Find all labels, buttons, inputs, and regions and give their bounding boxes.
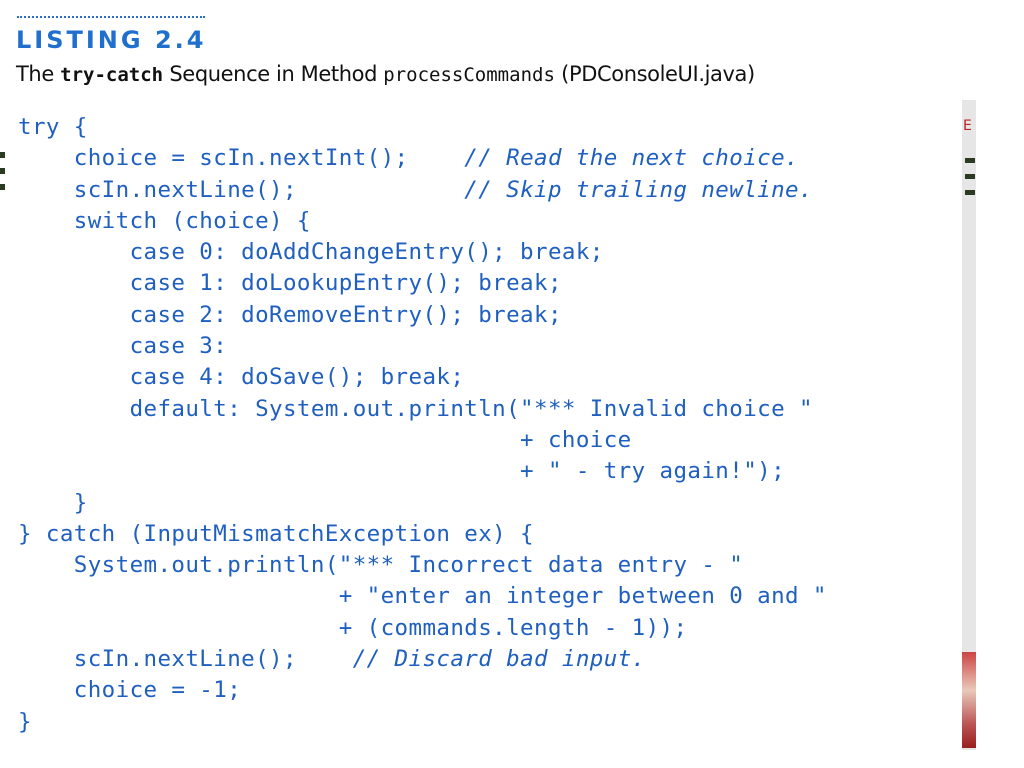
code-text: case 4: doSave(); break; [18, 364, 465, 391]
code-text: case 0: doAddChangeEntry(); break; [18, 239, 604, 266]
top-dotted-rule [17, 16, 205, 18]
code-comment: // Skip trailing newline. [464, 176, 813, 203]
code-line: } [18, 490, 88, 516]
code-line: System.out.println("*** Incorrect data e… [18, 552, 743, 578]
adjacent-page-mark [965, 158, 975, 163]
code-line: } [18, 709, 32, 735]
code-text: } [18, 708, 32, 735]
code-text: try { [18, 114, 88, 140]
caption-post: (PDConsoleUI.java) [554, 62, 755, 86]
code-line: + choice [18, 427, 632, 453]
code-line: try { [18, 114, 88, 140]
code-line: choice = -1; [18, 677, 241, 703]
code-line: choice = scIn.nextInt(); // Read the nex… [18, 145, 799, 171]
code-text: + " - try again!"); [18, 458, 786, 485]
code-text: scIn.nextLine(); [18, 646, 353, 673]
code-line: case 3: [18, 333, 227, 359]
code-text: } [18, 489, 88, 516]
code-line: + " - try again!"); [18, 458, 785, 484]
code-line: case 0: doAddChangeEntry(); break; [18, 239, 604, 265]
code-line: case 4: doSave(); break; [18, 364, 464, 390]
left-edge-mark [0, 152, 5, 158]
code-text: default: System.out.println("*** Invalid… [18, 395, 813, 422]
code-line: + (commands.length - 1)); [18, 615, 687, 641]
code-line: switch (choice) { [18, 208, 311, 234]
code-text: case 2: doRemoveEntry(); break; [18, 301, 562, 328]
caption-pre: The [16, 62, 61, 86]
code-text: + choice [18, 426, 632, 453]
left-edge-mark [0, 168, 5, 174]
adjacent-page-photo [962, 652, 976, 748]
code-text: scIn.nextLine(); [18, 176, 465, 203]
adjacent-page-mark [965, 190, 975, 195]
code-line: case 2: doRemoveEntry(); break; [18, 302, 562, 328]
code-line: scIn.nextLine(); // Discard bad input. [18, 646, 646, 672]
code-text: case 3: [18, 333, 228, 360]
code-text: choice = -1; [18, 677, 242, 704]
adjacent-page-mark [965, 174, 975, 179]
code-text: case 1: doLookupEntry(); break; [18, 270, 562, 297]
code-comment: // Read the next choice. [464, 145, 799, 172]
code-comment: // Discard bad input. [352, 646, 646, 673]
code-listing: try { choice = scIn.nextInt(); // Read t… [18, 112, 827, 738]
caption-keyword: try-catch [60, 64, 164, 86]
caption-method: processCommands [383, 64, 555, 86]
listing-caption: The try-catch Sequence in Method process… [16, 62, 976, 86]
adjacent-page-strip [962, 100, 976, 750]
code-line: default: System.out.println("*** Invalid… [18, 396, 813, 422]
code-line: scIn.nextLine(); // Skip trailing newlin… [18, 177, 813, 203]
listing-label: LISTING 2.4 [16, 26, 207, 54]
code-text: + (commands.length - 1)); [18, 614, 688, 641]
adjacent-page-letter: E [963, 118, 972, 134]
code-text: } catch (InputMismatchException ex) { [18, 520, 535, 547]
code-text: choice = scIn.nextInt(); [18, 145, 465, 172]
code-text: switch (choice) { [18, 207, 311, 234]
code-text: System.out.println("*** Incorrect data e… [18, 552, 744, 579]
code-text: + "enter an integer between 0 and " [18, 583, 827, 610]
code-line: + "enter an integer between 0 and " [18, 583, 827, 609]
code-line: } catch (InputMismatchException ex) { [18, 521, 534, 547]
left-edge-mark [0, 184, 5, 190]
code-line: case 1: doLookupEntry(); break; [18, 270, 562, 296]
caption-mid: Sequence in Method [163, 62, 384, 86]
